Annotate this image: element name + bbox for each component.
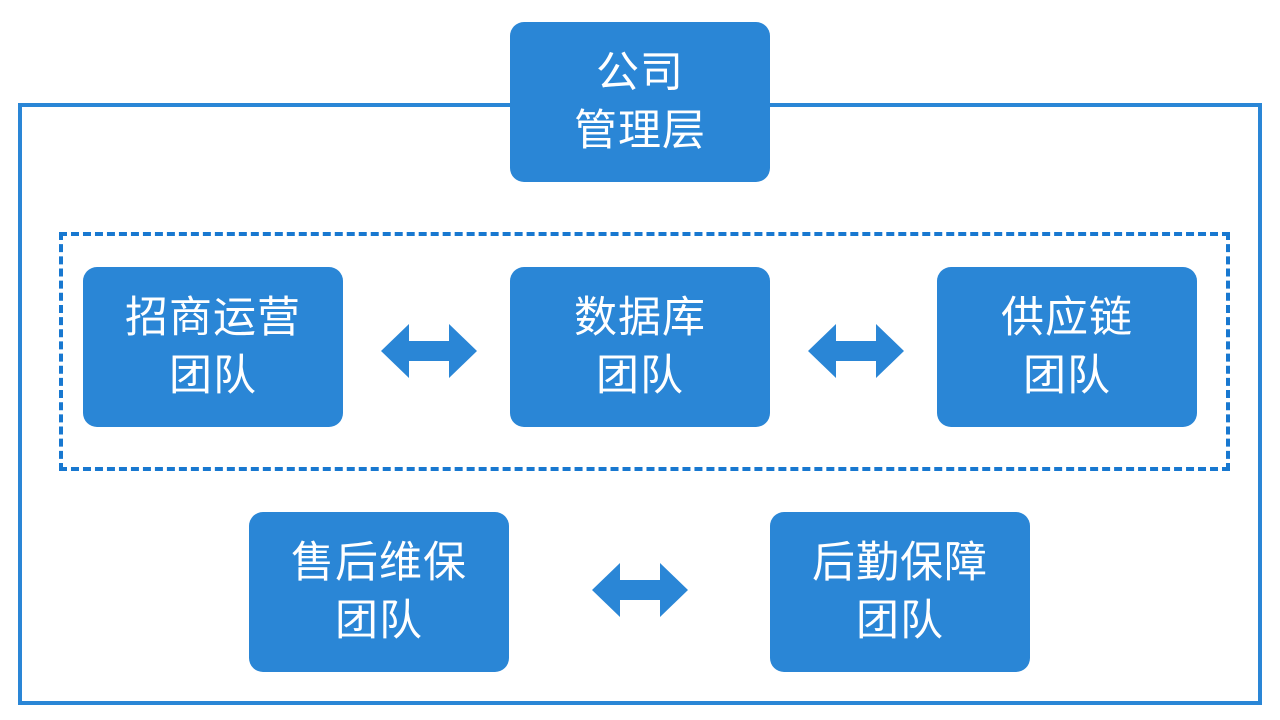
team-line2: 团队 [1023, 351, 1111, 401]
team-line1: 售后维保 [291, 538, 467, 588]
team-line1: 后勤保障 [812, 538, 988, 588]
team-line1: 招商运营 [125, 293, 301, 343]
team-line1: 数据库 [574, 293, 706, 343]
double-arrow-icon [592, 563, 688, 617]
team-line2: 团队 [596, 351, 684, 401]
team-line2: 团队 [856, 596, 944, 646]
team-line2: 团队 [335, 596, 423, 646]
management-line2: 管理层 [574, 106, 706, 156]
team-line1: 供应链 [1001, 293, 1133, 343]
core-teams-group [59, 232, 1230, 471]
team-line2: 团队 [169, 351, 257, 401]
investment-ops-team-box: 招商运营 团队 [83, 267, 343, 427]
logistics-team-box: 后勤保障 团队 [770, 512, 1030, 672]
double-arrow-icon [808, 324, 904, 378]
management-line1: 公司 [596, 48, 684, 98]
supply-chain-team-box: 供应链 团队 [937, 267, 1197, 427]
management-box: 公司 管理层 [510, 22, 770, 182]
after-sales-team-box: 售后维保 团队 [249, 512, 509, 672]
double-arrow-icon [381, 324, 477, 378]
database-team-box: 数据库 团队 [510, 267, 770, 427]
